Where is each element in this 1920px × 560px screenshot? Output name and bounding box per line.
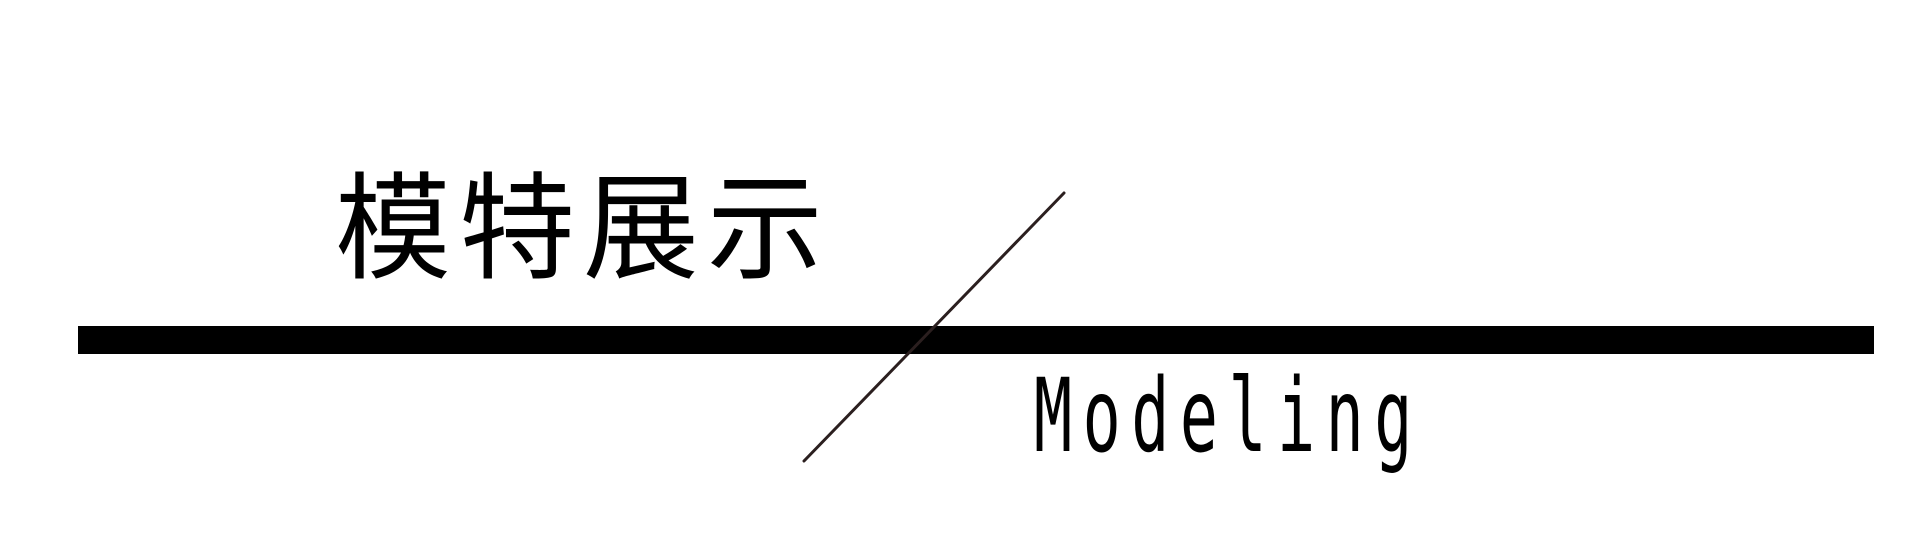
chinese-title: 模特展示 bbox=[335, 162, 831, 297]
horizontal-rule bbox=[78, 326, 1874, 354]
english-title: Modeling bbox=[1034, 357, 1423, 476]
